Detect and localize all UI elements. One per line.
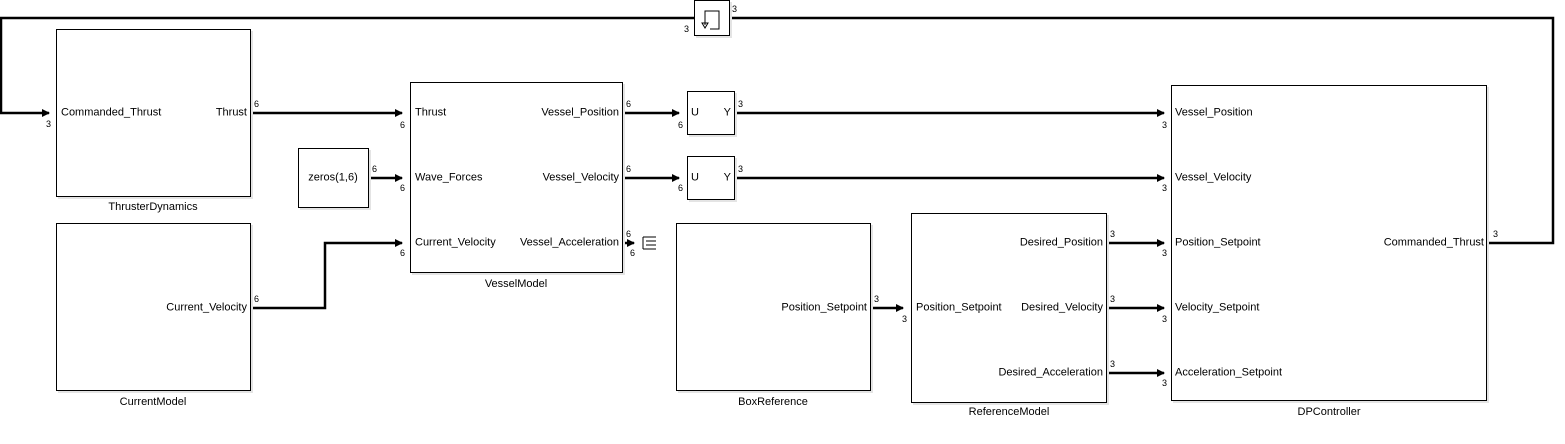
port-label-current-velocity-in: Current_Velocity [415, 236, 496, 249]
width-label: 6 [372, 164, 378, 174]
selector-block-2[interactable] [687, 156, 735, 200]
width-label: 6 [254, 99, 260, 109]
width-label: 3 [1162, 183, 1168, 193]
wire-current-velocity[interactable] [250, 239, 403, 310]
selector-2-u-label: U [691, 171, 699, 184]
width-label: 6 [254, 294, 260, 304]
port-label-commanded-thrust: Commanded_Thrust [61, 106, 162, 119]
terminator-icon[interactable] [642, 236, 656, 250]
selector-1-y-label: Y [723, 106, 731, 119]
block-name-thruster-dynamics: ThrusterDynamics [108, 201, 198, 213]
width-label: 3 [684, 24, 690, 34]
wire-commanded-thrust-feedback[interactable] [730, 16, 1555, 245]
port-label-vessel-velocity-out: Vessel_Velocity [542, 171, 619, 184]
port-label-dp-vessel-velocity: Vessel_Velocity [1175, 171, 1252, 184]
zeros-constant-label: zeros(1,6) [308, 171, 358, 184]
port-label-vessel-position-out: Vessel_Position [541, 106, 619, 119]
vessel-model-block[interactable] [410, 82, 623, 273]
port-label-thrust-out: Thrust [215, 106, 247, 119]
box-reference-block[interactable] [676, 223, 871, 391]
width-label: 6 [400, 120, 406, 130]
width-label: 6 [400, 248, 406, 258]
width-label: 3 [1110, 359, 1116, 369]
port-label-dp-velocity-setpoint: Velocity_Setpoint [1175, 301, 1260, 314]
selector-2-y-label: Y [723, 171, 731, 184]
port-label-dp-position-setpoint: Position_Setpoint [1175, 236, 1261, 249]
width-label: 3 [902, 314, 908, 324]
port-label-vessel-acceleration-out: Vessel_Acceleration [519, 236, 619, 249]
width-label: 3 [46, 119, 52, 129]
port-label-ref-position-setpoint: Position_Setpoint [916, 301, 1002, 314]
reference-model-block[interactable] [911, 213, 1107, 403]
port-label-current-velocity-out: Current_Velocity [166, 301, 247, 314]
width-label: 6 [626, 229, 632, 239]
port-label-dp-vessel-position: Vessel_Position [1175, 106, 1253, 119]
zeros-constant-block[interactable] [298, 148, 369, 208]
width-label: 3 [738, 164, 744, 174]
width-label: 3 [1162, 120, 1168, 130]
port-label-dp-commanded-thrust: Commanded_Thrust [1383, 236, 1484, 249]
width-label: 6 [630, 248, 636, 258]
selector-1-u-label: U [691, 106, 699, 119]
port-label-dp-acceleration-setpoint: Acceleration_Setpoint [1175, 366, 1283, 379]
port-label-wave-forces: Wave_Forces [415, 171, 483, 184]
delay-icon [701, 10, 720, 30]
width-label: 6 [626, 164, 632, 174]
wire-delay-to-thruster[interactable] [0, 16, 694, 117]
width-label: 6 [626, 99, 632, 109]
width-label: 3 [1162, 378, 1168, 388]
port-label-desired-position: Desired_Position [1019, 236, 1103, 249]
block-name-reference-model: ReferenceModel [968, 406, 1050, 418]
block-name-dp-controller: DPController [1297, 406, 1361, 418]
width-label: 3 [1162, 248, 1168, 258]
width-label: 6 [678, 120, 684, 130]
width-label: 3 [874, 294, 880, 304]
selector-block-1[interactable] [687, 91, 735, 135]
dp-controller-block[interactable] [1171, 85, 1487, 401]
port-label-desired-acceleration: Desired_Acceleration [998, 366, 1103, 379]
block-name-current-model: CurrentModel [119, 396, 187, 408]
width-label: 6 [400, 183, 406, 193]
delay-block[interactable] [694, 0, 730, 36]
width-label: 3 [732, 4, 738, 14]
thruster-dynamics-block[interactable] [56, 29, 251, 197]
block-name-box-reference: BoxReference [738, 396, 808, 408]
port-label-thrust-in: Thrust [415, 106, 447, 119]
width-label: 3 [1110, 294, 1116, 304]
width-label: 6 [678, 183, 684, 193]
port-label-desired-velocity: Desired_Velocity [1021, 301, 1103, 314]
width-label: 3 [738, 99, 744, 109]
block-name-vessel-model: VesselModel [484, 278, 548, 290]
width-label: 3 [1110, 229, 1116, 239]
width-label: 3 [1493, 229, 1499, 239]
port-label-box-position-setpoint: Position_Setpoint [781, 301, 867, 314]
current-model-block[interactable] [56, 223, 251, 391]
width-label: 3 [1162, 314, 1168, 324]
